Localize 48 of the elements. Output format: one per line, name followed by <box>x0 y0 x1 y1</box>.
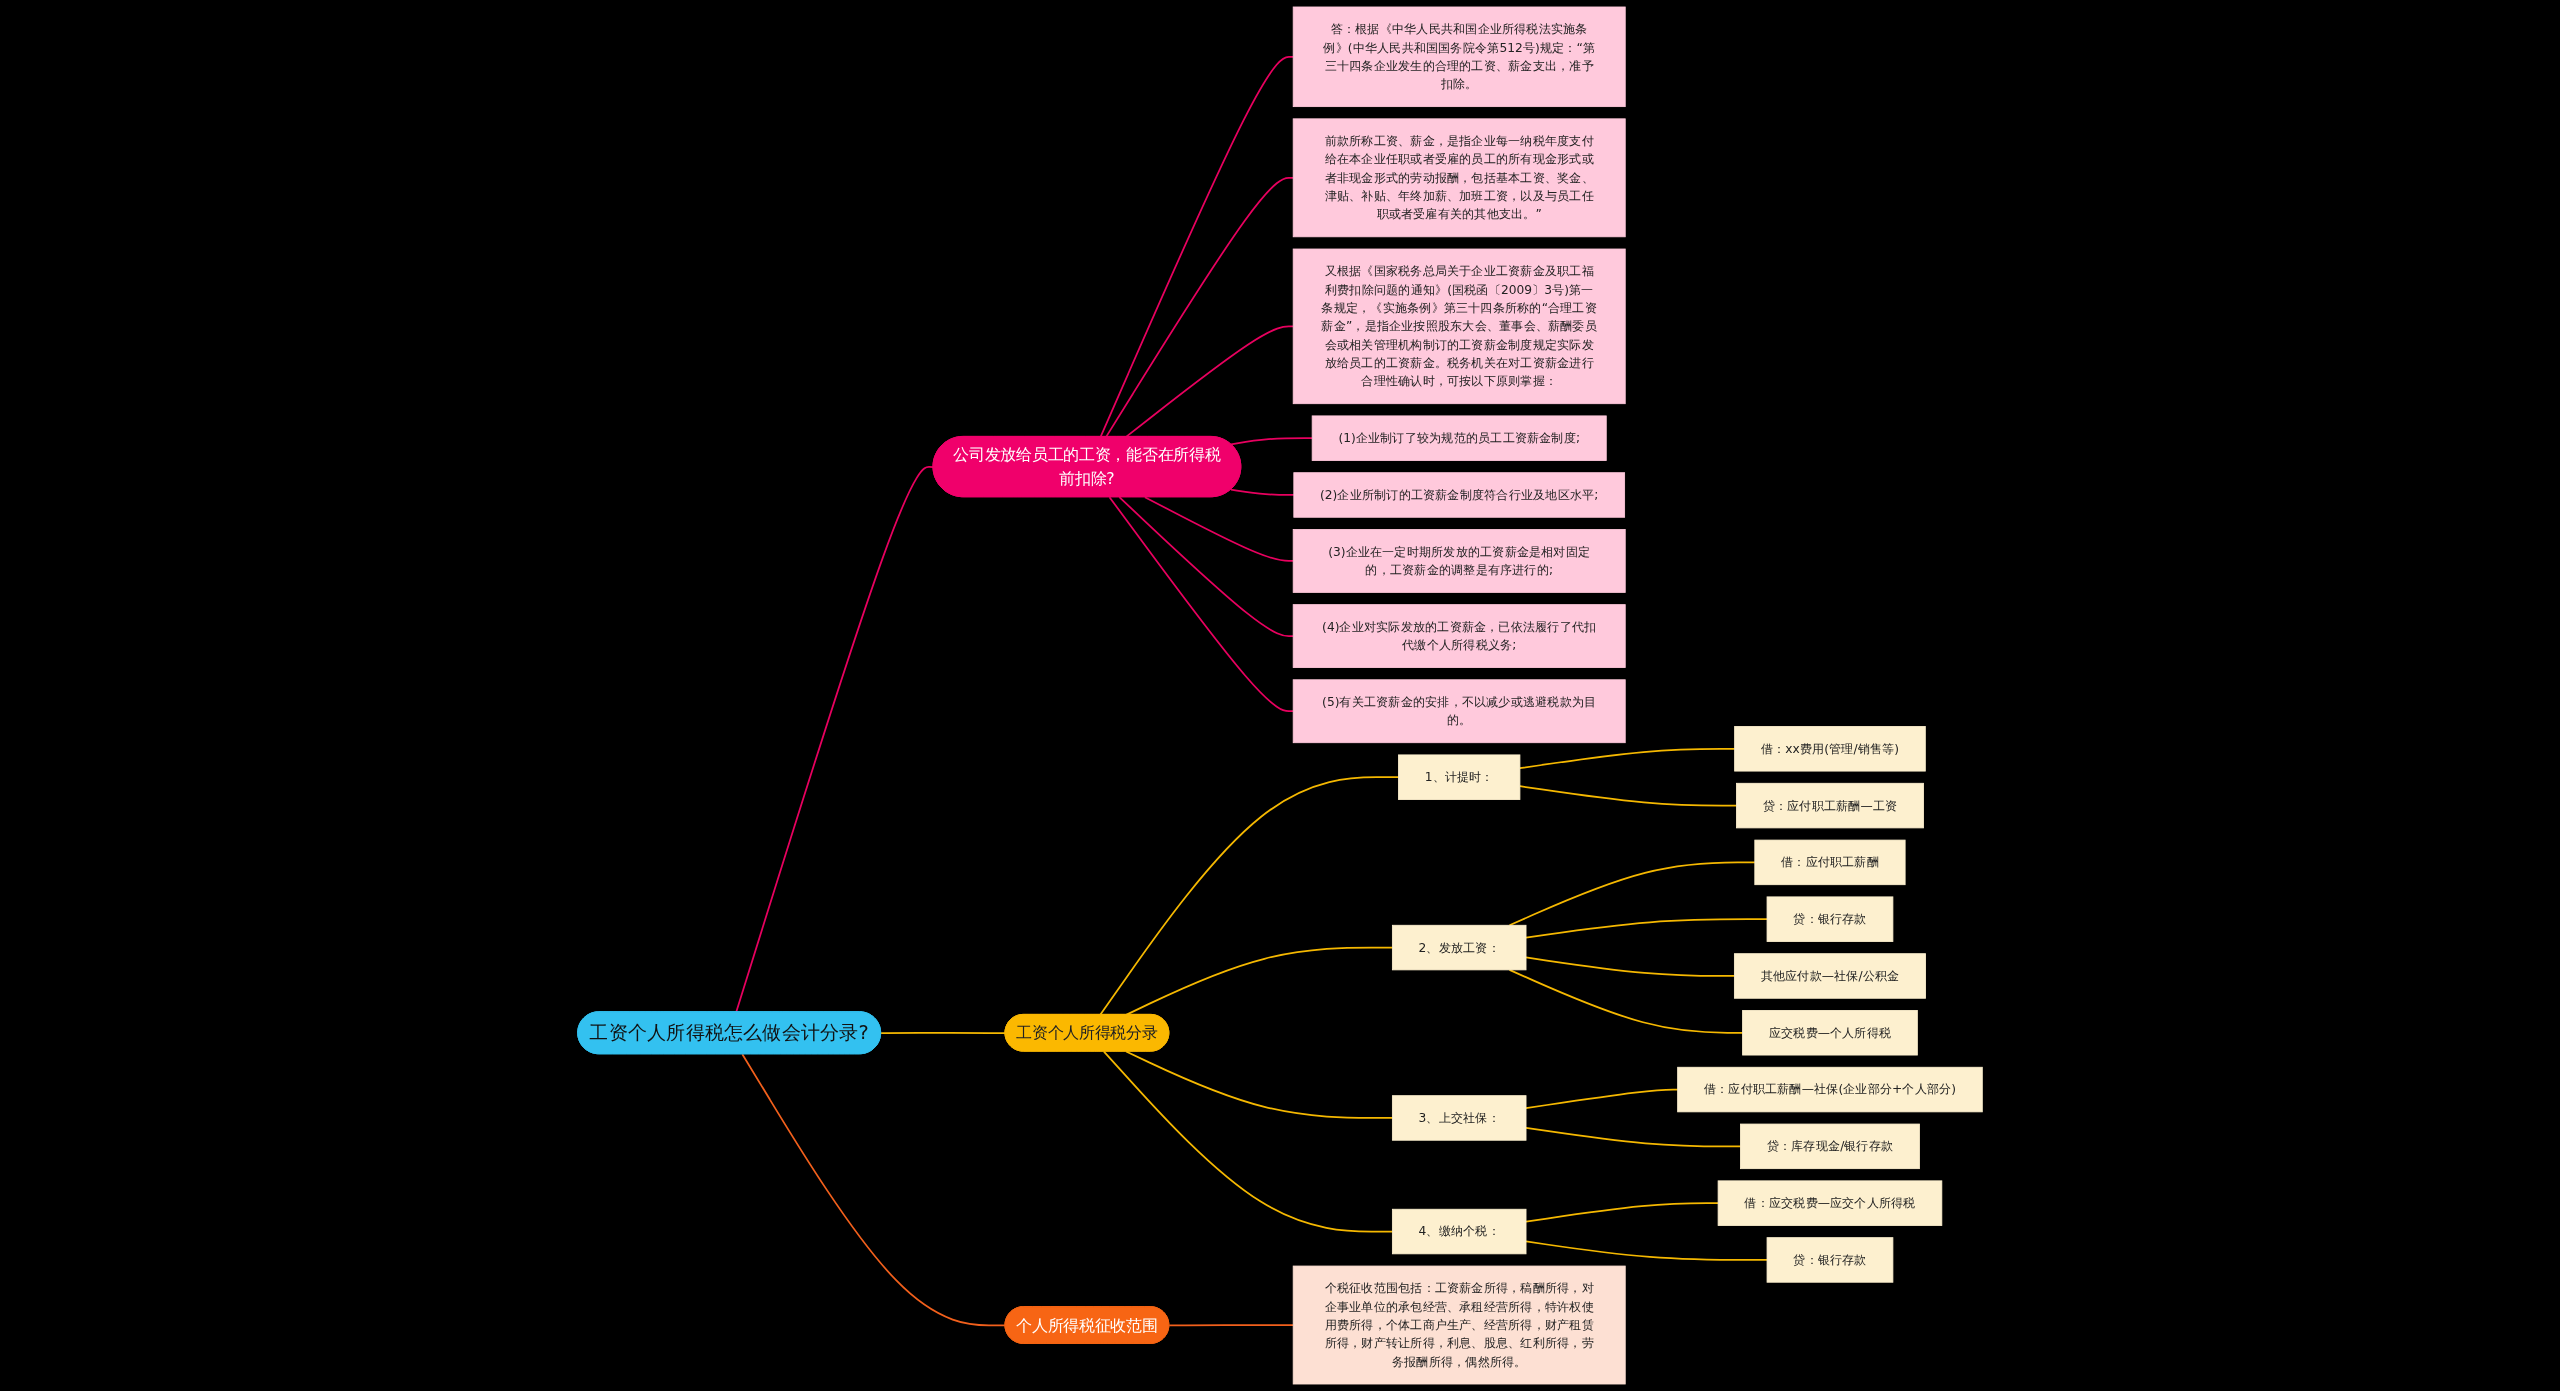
node-box: (5)有关工资薪金的安排，不以减少或逃避税款为目的。 <box>1292 679 1626 744</box>
node-box: (4)企业对实际发放的工资薪金，已依法履行了代扣代缴个人所得税义务; <box>1292 604 1626 668</box>
node-box: 贷：库存现金/银行存款 <box>1740 1123 1920 1170</box>
node-box: 借：应付职工薪酬 <box>1754 839 1906 886</box>
connector <box>1525 1240 1768 1261</box>
connector <box>1108 496 1295 713</box>
connector <box>1230 488 1295 496</box>
node-box: 个税征收范围包括：工资薪金所得，稿酬所得，对企事业单位的承包经营、承租经营所得，特许权使用费所得，个体工商户生产、经营所得，财产租赁所得，财产转让所得，利息、股息、红利所得，劳务报酬所得，偶然所得。 <box>1292 1265 1626 1385</box>
connector <box>1168 1324 1295 1327</box>
node-box: 借：应交税费—应交个人所得税 <box>1717 1180 1943 1226</box>
connector <box>741 1053 1007 1327</box>
node-box: 答：根据《中华人民共和国企业所得税法实施条例》(中华人民共和国国务院令第512号)规定：“第三十四条企业发生的合理的工资、薪金支出，准予扣除。 <box>1292 6 1626 108</box>
connector <box>1525 956 1736 977</box>
node-box: (1)企业制订了较为规范的员工工资薪金制度; <box>1311 415 1607 461</box>
connector <box>1118 496 1295 637</box>
node-box: 借：应付职工薪酬—社保(企业部分+个人部分) <box>1677 1066 1983 1113</box>
connector <box>1508 861 1756 927</box>
connector <box>1519 785 1738 807</box>
node-box: 2、发放工资： <box>1391 924 1527 971</box>
connector <box>1125 946 1394 1016</box>
node-box: 贷：银行存款 <box>1766 1237 1894 1283</box>
node-box: 又根据《国家税务总局关于企业工资薪金及职工福利费扣除问题的通知》(国税函〔2009〕3号)第一条规定，《实施条例》第三十四条所称的“合理工资薪金”，是指企业按照股东大会、董事会、薪酬委员会或相关管理机构制订的工资薪金制度规定实际发放给员工的工资薪金。税务机关在对工资薪金进行合理性确认时，可按以下原则掌握： <box>1292 248 1626 405</box>
connector <box>1525 918 1768 939</box>
node-box: 3、上交社保： <box>1391 1095 1527 1141</box>
connector <box>1099 55 1295 438</box>
connector <box>1125 325 1295 438</box>
node-box: 应交税费—个人所得税 <box>1742 1010 1918 1056</box>
node-box: 4、缴纳个税： <box>1391 1208 1527 1255</box>
node-box: 前款所称工资、薪金，是指企业每一纳税年度支付给在本企业任职或者受雇的员工的所有现金形式或者非现金形式的劳动报酬，包括基本工资、奖金、津贴、补贴、年终加薪、加班工资，以及与员工任职或者受雇有关的其他支出。” <box>1292 118 1626 238</box>
connector <box>1103 1050 1394 1233</box>
connector <box>1525 1126 1742 1148</box>
connector <box>1525 1088 1679 1109</box>
node-box: 贷：银行存款 <box>1766 896 1894 942</box>
connector <box>1125 1050 1394 1119</box>
connector <box>1099 776 1400 1016</box>
connector <box>1525 1202 1719 1223</box>
node-box: (2)企业所制订的工资薪金制度符合行业及地区水平; <box>1293 472 1626 518</box>
node-box: 借：xx费用(管理/销售等) <box>1734 726 1926 772</box>
connector <box>1144 496 1295 562</box>
node-box: 1、计提时： <box>1398 754 1521 800</box>
connector <box>1230 437 1314 446</box>
connector <box>1508 969 1744 1034</box>
connector <box>1519 747 1736 770</box>
connector <box>880 1032 1007 1035</box>
node-box: 贷：应付职工薪酬—工资 <box>1736 782 1924 829</box>
node-box: (3)企业在一定时期所发放的工资薪金是相对固定的，工资薪金的调整是有序进行的; <box>1292 529 1626 593</box>
connector <box>1105 176 1295 438</box>
node-box: 其他应付款—社保/公积金 <box>1734 953 1926 999</box>
